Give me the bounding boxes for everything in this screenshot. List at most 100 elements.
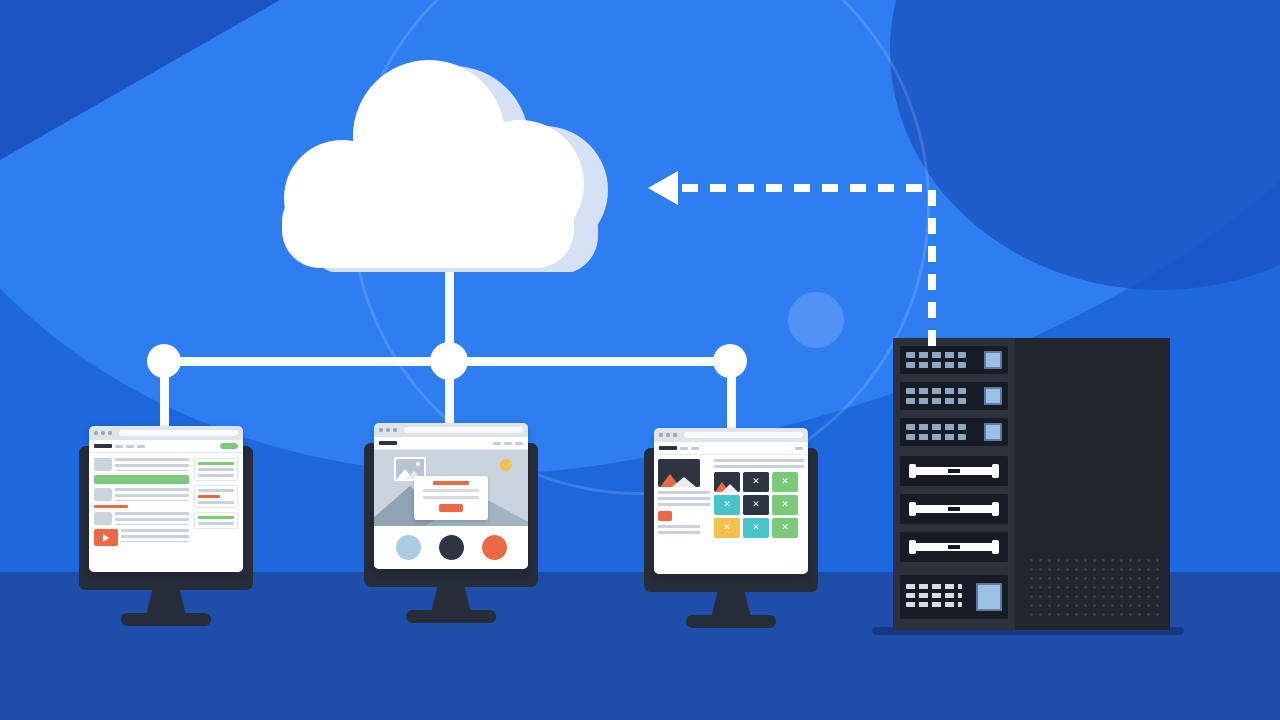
monitor-shop: ✕ ✕ ✕ ✕ ✕ ✕ ✕ ✕ xyxy=(640,422,822,634)
shop-page: ✕ ✕ ✕ ✕ ✕ ✕ ✕ ✕ xyxy=(654,442,808,574)
close-icon: ✕ xyxy=(781,522,789,533)
vent-bar xyxy=(906,584,962,589)
vent-bar xyxy=(906,398,966,404)
vent-bars xyxy=(906,424,966,440)
background-dot xyxy=(788,292,844,348)
sidebar-card xyxy=(194,458,238,481)
nav-item xyxy=(137,444,145,448)
drive-handle-end xyxy=(992,502,999,516)
server-front-panel xyxy=(893,338,1015,630)
grid-tile-navy: ✕ xyxy=(743,495,769,515)
browser-titlebar xyxy=(89,426,243,440)
server-unit-drive xyxy=(900,494,1008,524)
text-lines xyxy=(658,491,710,507)
server-unit-indicator xyxy=(900,346,1008,374)
window-dot-icon xyxy=(379,428,383,432)
grid-tile-navy: ✕ xyxy=(743,472,769,492)
sun-glyph xyxy=(416,462,420,466)
cloud-connector-line xyxy=(445,250,454,364)
middle-connector-node xyxy=(430,342,468,380)
vent-bars xyxy=(906,388,966,404)
vent-bar xyxy=(906,593,962,598)
photo-inner xyxy=(396,459,424,479)
server-unit-indicator xyxy=(900,418,1008,446)
article-text-lines xyxy=(115,512,189,525)
nav-item xyxy=(493,441,501,445)
hero-card-text-line xyxy=(423,489,479,492)
nav-item xyxy=(795,446,803,450)
left-monitor-connector-line xyxy=(160,360,169,434)
landing-page xyxy=(374,437,528,569)
grid-tile-green: ✕ xyxy=(772,518,798,538)
window-dot-icon xyxy=(386,428,390,432)
grid-tile-green: ✕ xyxy=(772,472,798,492)
article-row xyxy=(94,512,189,525)
sidebar-bar xyxy=(198,501,234,504)
browser-window xyxy=(374,423,528,569)
blog-sidebar xyxy=(194,458,238,546)
monitor-landing xyxy=(360,417,542,629)
grid-tile-teal: ✕ xyxy=(743,518,769,538)
url-bar xyxy=(119,430,238,436)
right-monitor-connector-line xyxy=(727,360,736,436)
orange-link-bar xyxy=(94,505,128,508)
feature-row xyxy=(374,526,528,569)
shop-right-column: ✕ ✕ ✕ ✕ ✕ ✕ ✕ ✕ xyxy=(714,459,804,538)
blog-navbar xyxy=(89,440,243,453)
hero-card-text-line xyxy=(423,496,479,499)
window-dot-icon xyxy=(666,433,670,437)
blog-page xyxy=(89,440,243,572)
indicator-light xyxy=(984,351,1002,369)
vent-bars xyxy=(906,352,966,368)
drive-slot xyxy=(948,469,960,473)
product-photo-tile xyxy=(658,459,700,487)
sidebar-card xyxy=(194,485,238,508)
browser-window: ✕ ✕ ✕ ✕ ✕ ✕ ✕ ✕ xyxy=(654,428,808,574)
feature-circle-blue xyxy=(395,535,421,560)
window-dot-icon xyxy=(101,431,105,435)
article-thumbnail xyxy=(94,458,112,471)
monitor-stand xyxy=(146,586,186,616)
server-shadow xyxy=(872,627,1184,635)
monitor-base xyxy=(686,615,776,628)
monitor-base xyxy=(406,610,496,623)
video-text-lines xyxy=(121,529,189,542)
window-dot-icon xyxy=(393,428,397,432)
nav-button xyxy=(220,443,238,449)
drive-handle-end xyxy=(992,464,999,478)
article-row xyxy=(94,458,189,471)
window-dot-icon xyxy=(659,433,663,437)
server-unit-status xyxy=(900,575,1008,619)
monitor-stand xyxy=(711,588,751,618)
vent-bar xyxy=(906,388,966,394)
article-row xyxy=(94,488,189,501)
server-unit-drive xyxy=(900,456,1008,486)
sun-icon xyxy=(500,459,512,471)
sidebar-bar-orange xyxy=(198,495,220,498)
url-bar xyxy=(684,432,803,438)
url-bar xyxy=(404,427,523,433)
window-dot-icon xyxy=(108,431,112,435)
middle-monitor-connector-line xyxy=(445,360,454,430)
server-unit-drive xyxy=(900,532,1008,562)
vent-bar xyxy=(906,352,966,358)
close-icon: ✕ xyxy=(752,522,760,533)
vent-bar xyxy=(906,434,966,440)
drive-slot xyxy=(948,507,960,511)
status-screen xyxy=(976,583,1002,611)
drive-slot xyxy=(948,545,960,549)
video-thumbnail xyxy=(94,529,118,546)
cloud-body xyxy=(282,60,584,268)
close-icon: ✕ xyxy=(781,476,789,487)
close-icon: ✕ xyxy=(723,522,731,533)
article-thumbnail xyxy=(94,512,112,525)
vent-bar xyxy=(906,362,966,368)
vent-bar xyxy=(906,424,966,430)
left-connector-node xyxy=(147,344,181,378)
drive-handle-end xyxy=(992,540,999,554)
feature-circle-orange xyxy=(481,535,507,560)
sidebar-bar xyxy=(198,474,234,477)
sidebar-bar-green xyxy=(198,516,234,519)
sidebar-card xyxy=(194,512,238,529)
